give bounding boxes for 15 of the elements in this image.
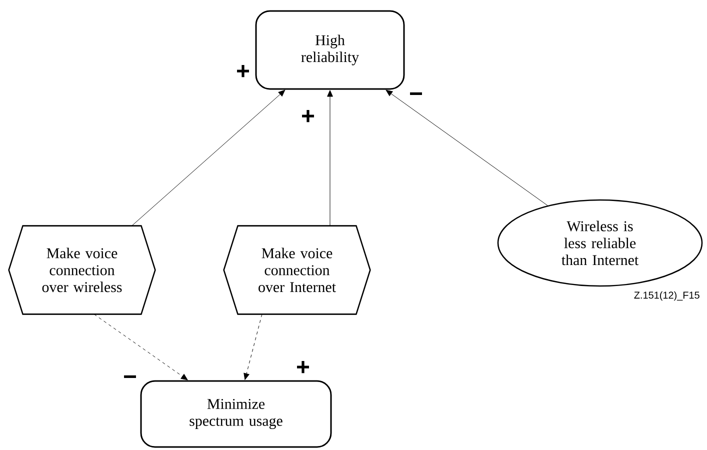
hexagon-box: Make voice connection over wireless <box>8 225 156 315</box>
edge-label: + <box>297 360 309 374</box>
hexagon-box: Make voice connection over Internet <box>223 225 371 315</box>
edge-label: + <box>302 110 314 122</box>
edge-label: − <box>410 92 422 95</box>
edge-label: − <box>124 375 136 378</box>
ellipse-node: Wireless is less reliable than Internet <box>497 199 703 287</box>
arrow <box>244 314 262 380</box>
rounded-box: Minimize spectrum usage <box>140 380 332 448</box>
arrow <box>327 90 333 226</box>
arrow <box>94 314 188 380</box>
arrow <box>386 90 548 206</box>
rounded-box: High reliability <box>255 10 405 90</box>
arrow <box>132 90 286 226</box>
edge-label: + <box>237 65 249 78</box>
